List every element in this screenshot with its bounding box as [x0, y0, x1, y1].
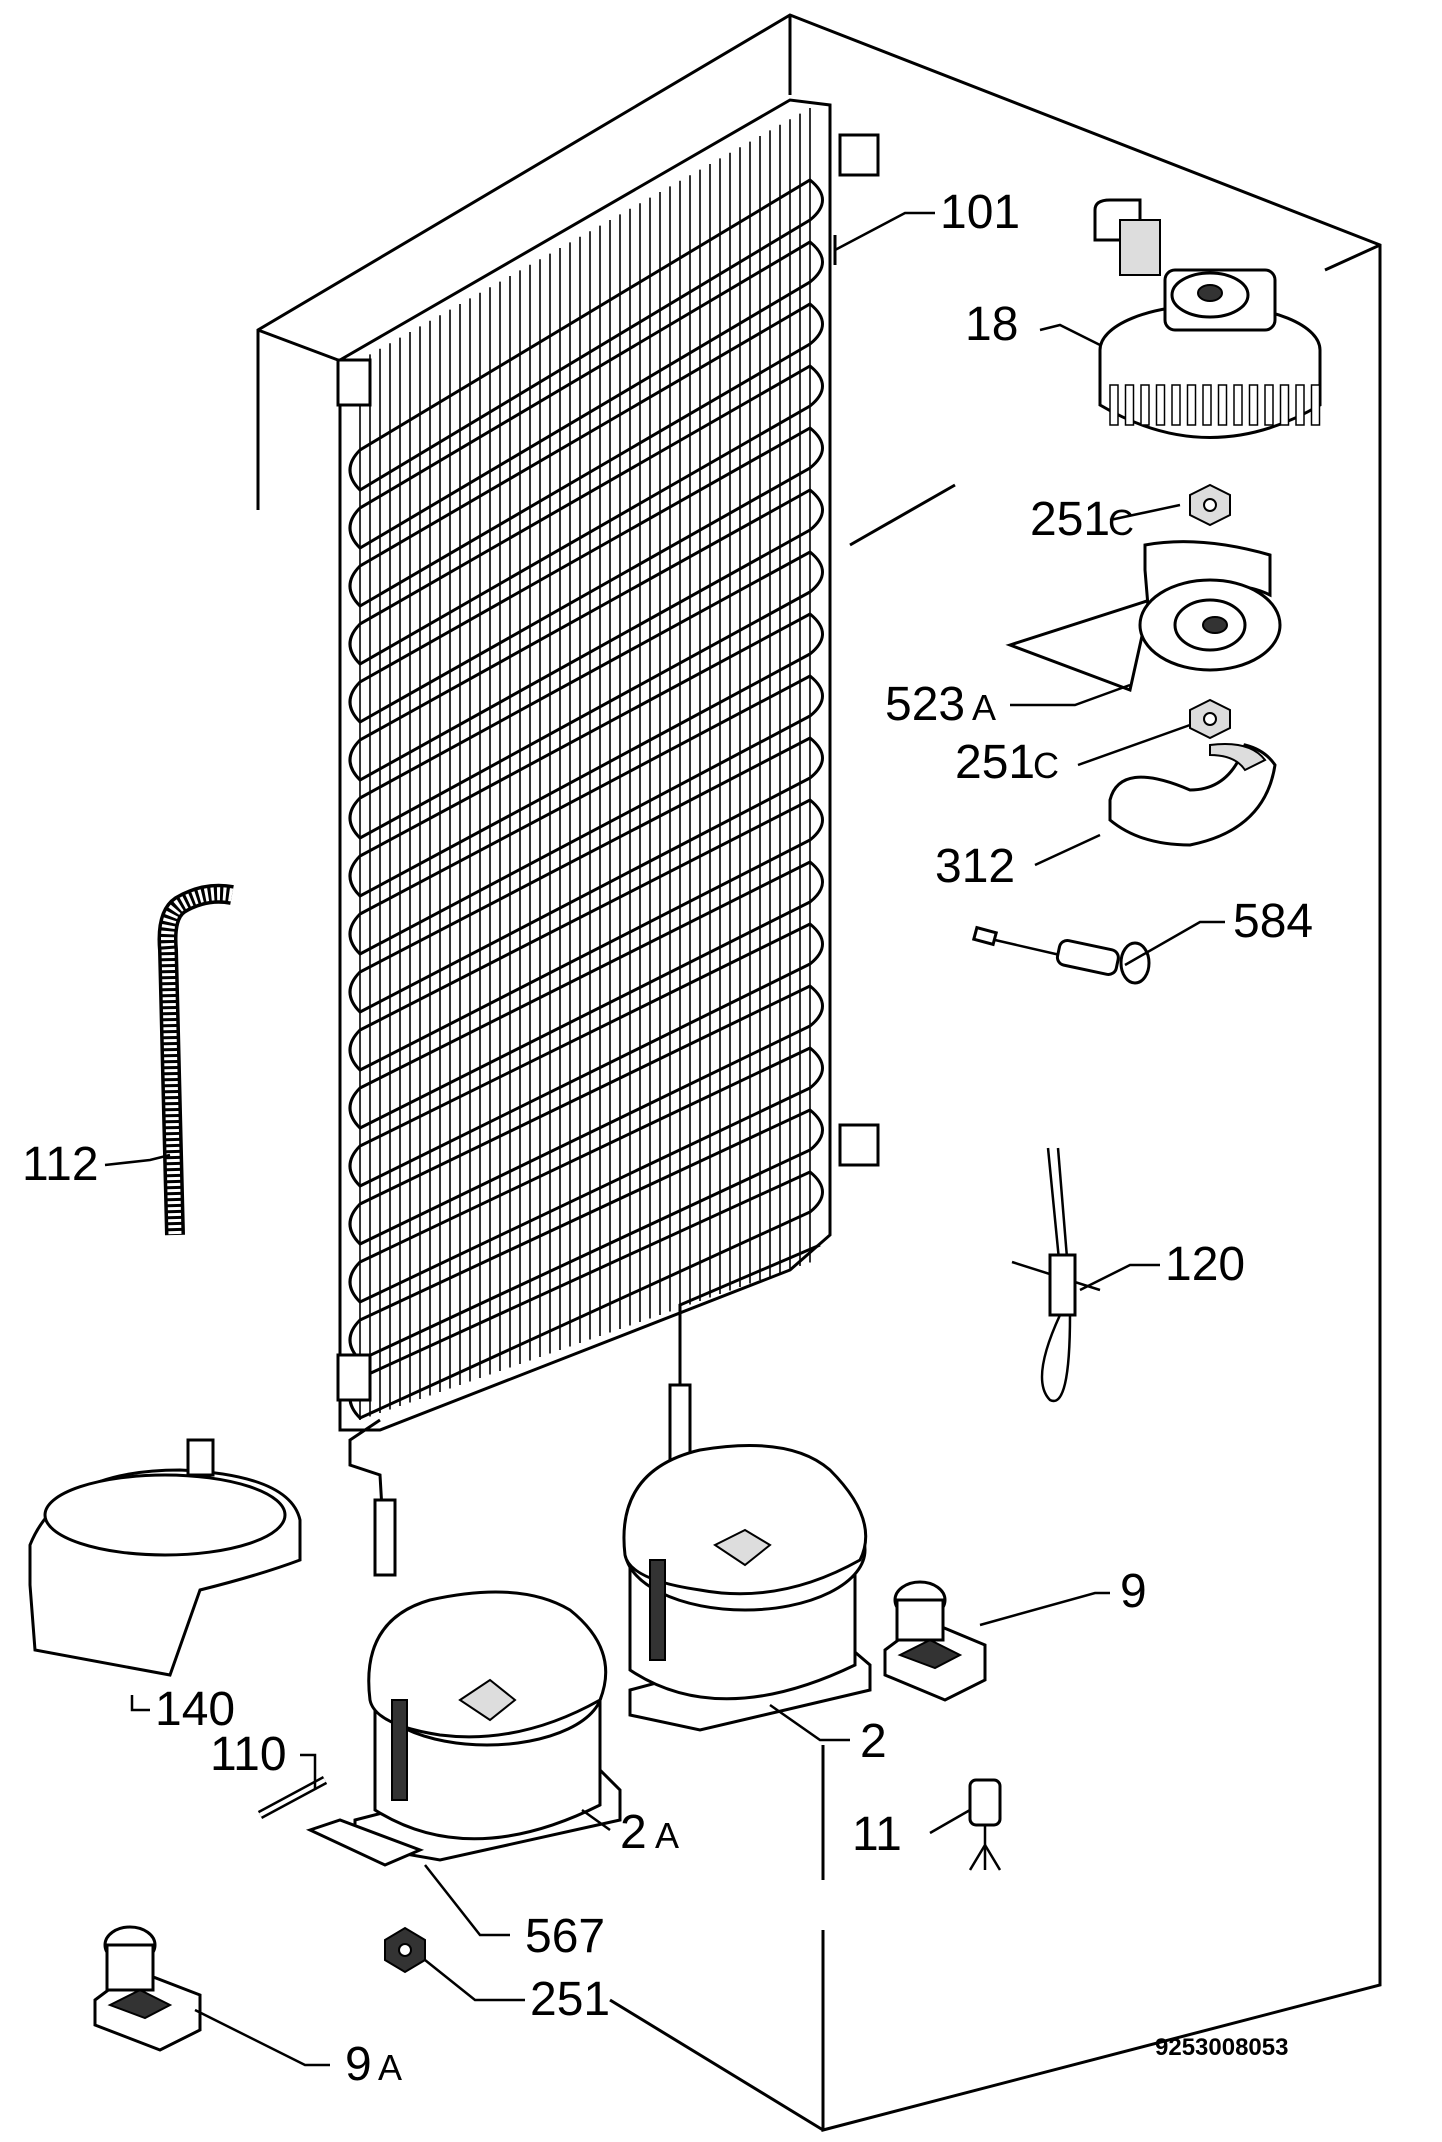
label-523a: 523	[885, 678, 965, 731]
label-112: 112	[22, 1138, 99, 1191]
coil-loop	[348, 1046, 824, 1304]
label-9: 9	[1120, 1565, 1147, 1618]
label-18: 18	[965, 298, 1018, 351]
label-140: 140	[155, 1683, 235, 1736]
label-2a: 2	[620, 1806, 647, 1859]
drip-tray	[28, 1438, 302, 1677]
coil-loop	[348, 736, 824, 1014]
mounting-clip-9	[883, 1580, 987, 1702]
label-120: 120	[1165, 1238, 1245, 1291]
fan-rib	[1264, 384, 1274, 426]
coil-loop	[348, 488, 824, 782]
fan-rib	[1295, 384, 1305, 426]
condenser-coil	[336, 98, 880, 1577]
coil-loop	[348, 178, 824, 492]
coil-loop	[348, 674, 824, 956]
coil-loop	[348, 240, 824, 550]
fan-rib	[1109, 384, 1119, 426]
compressor-2	[622, 1444, 872, 1732]
label-2: 2	[860, 1715, 887, 1768]
label-110: 110	[210, 1728, 287, 1781]
fan-bracket	[1005, 540, 1282, 693]
label-251c-top: 251	[1030, 493, 1110, 546]
label-584: 584	[1233, 895, 1313, 948]
label-251c-bottom-suffix: C	[1033, 745, 1059, 786]
fan-rib	[1155, 384, 1166, 426]
fan-rib	[1124, 384, 1135, 426]
label-251c-bottom: 251	[955, 736, 1035, 789]
fan-rib	[1310, 384, 1321, 426]
fan-rib	[1140, 384, 1150, 426]
coil-loop	[348, 550, 824, 840]
coil-loop	[348, 922, 824, 1188]
nut-251	[384, 1926, 426, 1974]
fan-shroud	[1108, 743, 1277, 847]
component-11	[968, 1778, 1002, 1871]
drain-hose	[157, 883, 234, 1236]
fan-rib	[1233, 384, 1243, 426]
coil-loop	[348, 302, 824, 608]
nut-251c-top	[1189, 483, 1231, 527]
label-523a-suffix: A	[972, 687, 996, 728]
coil-loop	[348, 984, 824, 1246]
sensor-584	[971, 925, 1151, 985]
callout-labels: 101 18 251 C 523 A 251 C 312 584 112 120…	[22, 186, 1313, 2091]
coil-loop	[348, 798, 824, 1072]
fan-rib	[1217, 384, 1228, 426]
fan-rib	[1248, 384, 1259, 426]
compressor-2a	[353, 1590, 622, 1862]
nut-251c-bottom	[1189, 698, 1231, 740]
coil-loop	[348, 1108, 824, 1362]
coil-loop	[348, 364, 824, 666]
label-9a: 9	[345, 2038, 372, 2091]
fan-rib	[1186, 384, 1197, 426]
label-9a-suffix: A	[378, 2047, 402, 2088]
label-2a-suffix: A	[655, 1815, 679, 1856]
coil-loop	[348, 426, 824, 724]
document-number: 9253008053	[1155, 2034, 1288, 2061]
coil-loop	[348, 860, 824, 1130]
label-251: 251	[530, 1973, 610, 2026]
label-312: 312	[935, 840, 1015, 893]
label-101: 101	[940, 186, 1020, 239]
label-11: 11	[852, 1808, 902, 1861]
leader-lines	[104, 211, 1225, 2067]
heater-element-120	[1011, 1147, 1101, 1403]
cabinet-outline	[256, 13, 1382, 2132]
label-251c-top-suffix: C	[1108, 502, 1134, 543]
fan-motor	[1093, 198, 1322, 439]
fan-rib	[1202, 384, 1212, 426]
fan-rib	[1171, 384, 1181, 426]
mounting-clip-9a	[93, 1925, 202, 2052]
label-567: 567	[525, 1910, 605, 1963]
fan-rib	[1279, 384, 1290, 426]
mounting-plate	[305, 1818, 425, 1867]
coil-loop	[348, 612, 824, 898]
